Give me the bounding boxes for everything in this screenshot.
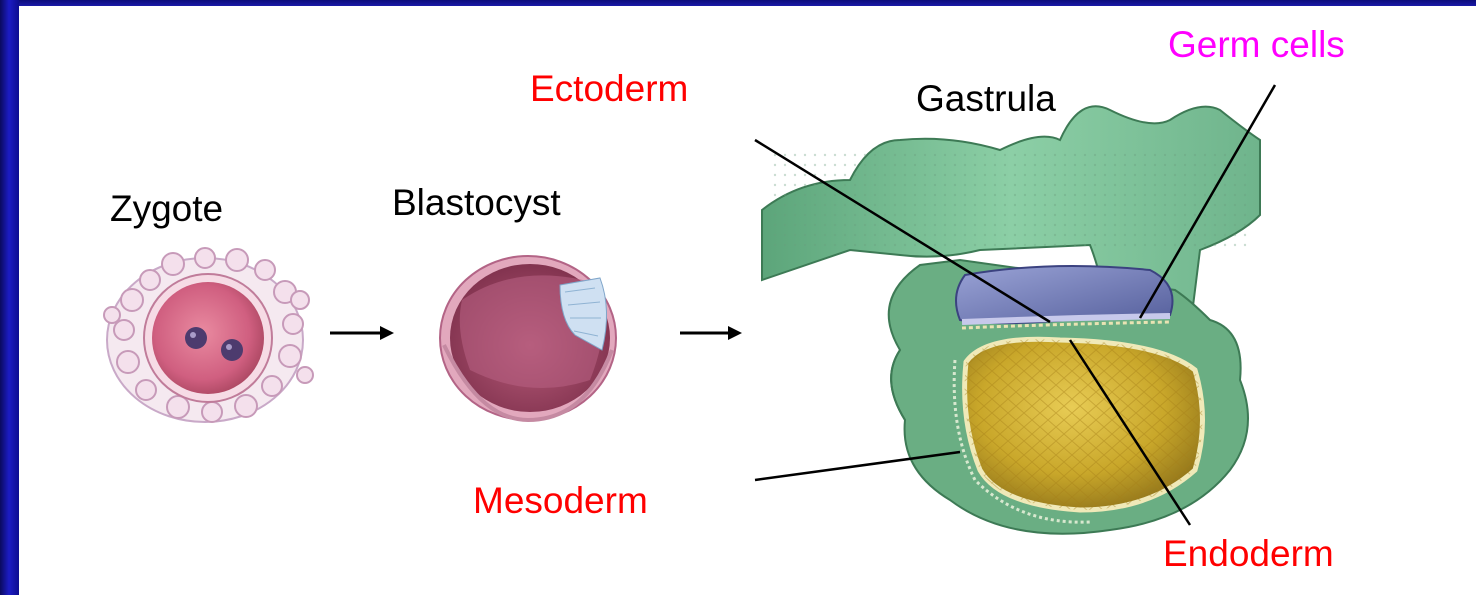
germ-cells-label: Germ cells bbox=[1168, 26, 1345, 63]
zygote-label: Zygote bbox=[110, 190, 223, 227]
endoderm-label: Endoderm bbox=[1163, 535, 1334, 572]
blastocyst-illustration bbox=[440, 256, 616, 420]
blastocyst-label: Blastocyst bbox=[392, 184, 561, 221]
gastrula-label: Gastrula bbox=[916, 80, 1056, 117]
mesoderm-label: Mesoderm bbox=[473, 482, 648, 519]
arrow-zygote-to-blastocyst bbox=[330, 326, 394, 340]
arrow-blastocyst-to-gastrula bbox=[680, 326, 742, 340]
ectoderm-label: Ectoderm bbox=[530, 70, 688, 107]
zygote-illustration bbox=[104, 248, 313, 422]
